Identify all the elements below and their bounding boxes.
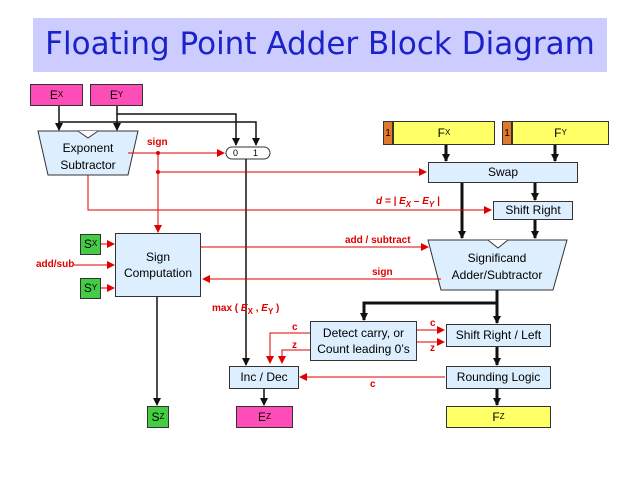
max-post: ) — [273, 303, 280, 314]
mux-shape — [225, 146, 271, 160]
max-mid: , — [252, 303, 262, 314]
exponent-subtractor-shape — [37, 130, 139, 176]
fy-label: F — [554, 125, 562, 140]
shift-right-left-block: Shift Right / Left — [446, 324, 551, 347]
fy-sub: Y — [561, 127, 567, 137]
d-pre: d = | — [376, 196, 400, 207]
label-c-right: c — [430, 318, 436, 329]
exponent-subtractor-line1: Exponent — [62, 141, 114, 155]
exponent-subtractor-line2: Subtractor — [60, 157, 116, 172]
sy-sub: Y — [91, 283, 98, 293]
ex-label: E — [49, 87, 58, 102]
sign-computation-block: Sign Computation — [115, 233, 201, 297]
sign-computation-line2: Computation — [123, 266, 193, 280]
d-e1: E — [399, 196, 406, 207]
sx-label: S — [83, 237, 92, 252]
sz-sub: Z — [159, 411, 165, 421]
significand-line1: Significand — [467, 251, 527, 265]
inc-dec-block: Inc / Dec — [229, 366, 299, 389]
d-post: | — [434, 196, 440, 207]
d-e2: E — [422, 196, 429, 207]
significand-line2: Adder/Subtractor — [451, 267, 543, 282]
fx-sub: X — [445, 127, 451, 137]
d-mid: – — [411, 196, 423, 207]
ez-sub: Z — [266, 411, 271, 421]
fx-hidden-bit: 1 — [383, 121, 393, 145]
mux-input-0: 0 — [233, 148, 239, 158]
sy-label: S — [83, 281, 92, 296]
label-sign-mid: sign — [372, 267, 393, 278]
max-pre: max ( — [212, 303, 241, 314]
mux-input-1: 1 — [253, 148, 259, 158]
sz-label: S — [151, 409, 160, 424]
shift-right-block: Shift Right — [493, 201, 573, 220]
label-max-exponent: max ( EX , EY ) — [212, 303, 279, 316]
max-e1: E — [240, 303, 248, 314]
detect-carry-line1: Detect carry, or — [322, 325, 405, 340]
ez-label: E — [258, 409, 267, 424]
significand-shape — [427, 239, 568, 291]
ey-label: E — [109, 87, 118, 102]
fx-label: F — [437, 125, 445, 140]
detect-carry-line2: Count leading 0’s — [317, 342, 410, 356]
sx-sub: X — [91, 239, 98, 249]
label-add-subtract: add / subtract — [345, 235, 411, 246]
ex-sub: X — [57, 89, 64, 99]
max-s2: Y — [267, 307, 274, 316]
significand-adder-subtractor: Significand Adder/Subtractor — [441, 250, 553, 284]
label-shift-distance: d = | EX – EY | — [376, 196, 440, 209]
fz-sub: Z — [499, 411, 505, 421]
label-c-bottom: c — [370, 379, 376, 390]
swap-block: Swap — [428, 162, 578, 183]
label-z-right: z — [430, 343, 435, 354]
label-add-sub: add/sub — [36, 259, 75, 270]
label-sign-top: sign — [147, 137, 168, 148]
max-s1: X — [247, 307, 253, 316]
fz-label: F — [492, 409, 500, 424]
d-s2: Y — [428, 200, 435, 209]
rounding-logic-block: Rounding Logic — [446, 366, 551, 389]
label-z-left: z — [292, 340, 297, 351]
page-title: Floating Point Adder Block Diagram — [45, 26, 595, 62]
exponent-subtractor: Exponent Subtractor — [48, 140, 128, 174]
detect-carry-block: Detect carry, or Count leading 0’s — [310, 321, 417, 361]
d-s1: X — [405, 200, 412, 209]
label-c-left: c — [292, 322, 298, 333]
title-bar: Floating Point Adder Block Diagram — [33, 18, 607, 72]
max-e2: E — [261, 303, 268, 314]
sign-computation-line1: Sign — [145, 249, 171, 264]
fy-hidden-bit: 1 — [502, 121, 512, 145]
ey-sub: Y — [117, 89, 124, 99]
